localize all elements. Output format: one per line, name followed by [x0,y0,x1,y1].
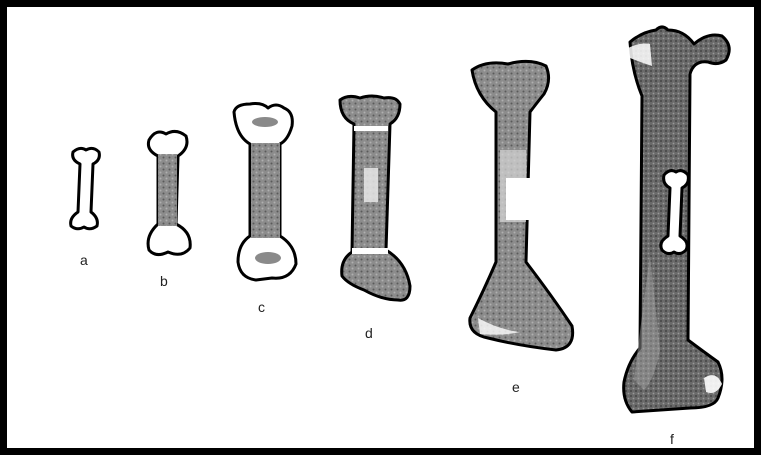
medullary-cavity [506,178,532,220]
distal-secondary-center [255,252,281,264]
proximal-secondary-center [252,117,278,127]
label-d: d [365,325,373,341]
proximal-growth-plate [354,126,388,131]
bone-stage-e [470,61,573,350]
label-c: c [258,299,265,315]
bone-stage-a [71,148,100,228]
marrow-cavity [364,168,378,202]
diaphysis-shaft [251,143,280,238]
label-a: a [80,252,88,268]
label-f: f [670,431,674,447]
distal-growth-plate [352,248,388,254]
bone-stage-f [624,27,730,412]
bone-stage-d [340,96,410,300]
primary-ossification-center [158,154,177,226]
bone-stage-b [148,131,190,254]
label-e: e [512,379,520,395]
label-b: b [160,273,168,289]
bone-stage-c [234,104,296,281]
